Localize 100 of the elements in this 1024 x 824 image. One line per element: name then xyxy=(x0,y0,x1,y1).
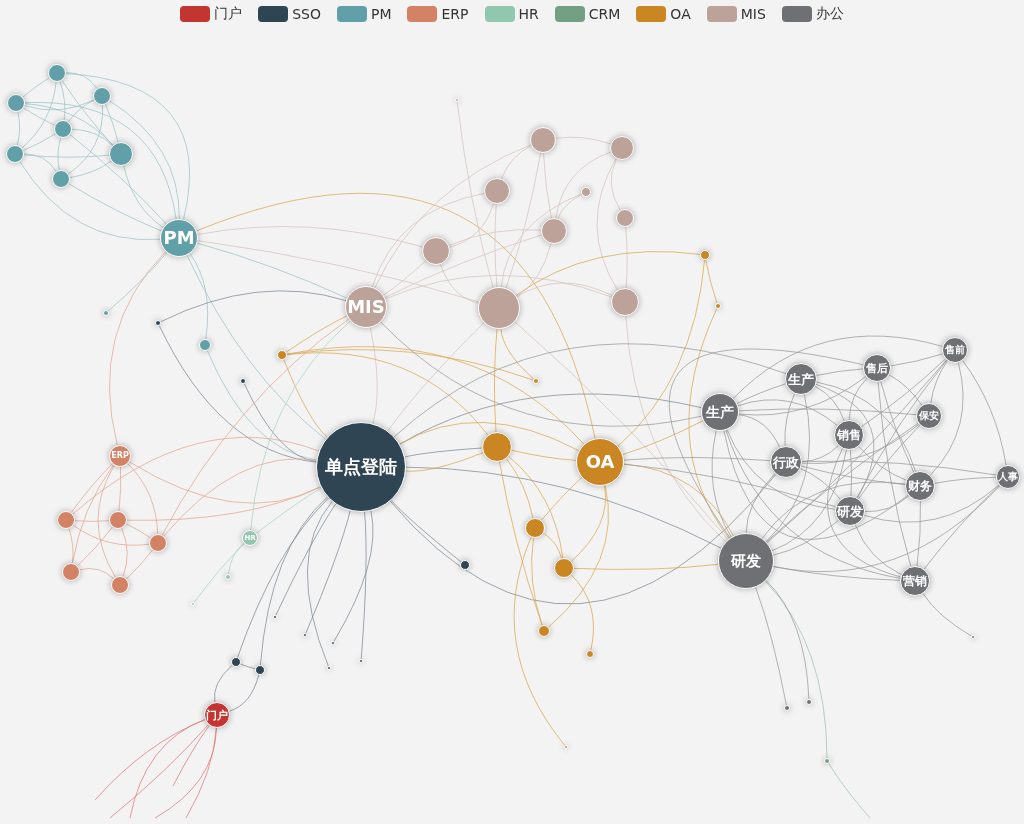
connection-line xyxy=(505,152,542,289)
connection-line xyxy=(863,484,1000,523)
connection-line xyxy=(888,374,923,406)
connection-line xyxy=(109,251,167,446)
connection-line xyxy=(77,526,113,567)
connection-line xyxy=(622,420,704,456)
connection-line xyxy=(514,321,729,540)
node-label: 人事 xyxy=(998,472,1018,482)
connection-line xyxy=(158,325,317,463)
connection-line xyxy=(738,408,917,416)
network-node xyxy=(824,758,830,764)
connection-line xyxy=(193,543,245,603)
connection-line xyxy=(570,485,606,562)
network-node xyxy=(611,288,639,316)
connection-line xyxy=(890,353,944,367)
network-node xyxy=(700,250,710,260)
connection-line xyxy=(923,484,1000,570)
connection-line xyxy=(197,226,424,248)
node-label: 生产 xyxy=(706,405,734,419)
legend-label: ERP xyxy=(441,6,469,22)
legend-label: 门户 xyxy=(214,5,243,23)
connection-line xyxy=(962,360,1007,466)
connection-line xyxy=(227,542,245,575)
connection-line xyxy=(505,458,534,519)
node-circle xyxy=(718,533,774,589)
connection-line xyxy=(305,510,351,634)
connection-line xyxy=(371,192,485,288)
connection-line xyxy=(765,394,811,543)
connection-line xyxy=(827,448,901,578)
connection-line xyxy=(764,580,828,759)
connection-line xyxy=(255,487,322,534)
node-circle xyxy=(316,422,406,512)
connection-line xyxy=(121,527,128,577)
network-node xyxy=(277,350,287,360)
connection-line xyxy=(540,477,583,521)
connection-line xyxy=(57,137,62,171)
connection-line xyxy=(732,335,943,399)
connection-line xyxy=(237,497,329,658)
node-label: 生产 xyxy=(788,372,814,386)
connection-line xyxy=(711,430,732,538)
network-node xyxy=(422,237,450,265)
connection-line xyxy=(228,674,260,712)
connection-line xyxy=(858,445,907,481)
connection-line xyxy=(67,104,104,175)
network-node xyxy=(7,94,25,112)
connection-line xyxy=(930,360,948,404)
network-node xyxy=(273,615,277,619)
network-node xyxy=(255,665,265,675)
connection-line xyxy=(849,449,853,497)
connection-line xyxy=(126,486,321,521)
node-circle xyxy=(770,446,802,478)
node-circle xyxy=(109,445,131,467)
connection-line xyxy=(72,464,114,564)
connection-line xyxy=(65,72,98,89)
network-node xyxy=(478,287,520,329)
connection-line xyxy=(596,157,619,291)
connection-line xyxy=(393,343,787,438)
connection-line xyxy=(816,381,917,473)
connection-line xyxy=(880,381,915,473)
node-circle xyxy=(345,286,387,328)
network-node xyxy=(103,310,109,316)
connection-line xyxy=(801,465,906,485)
connection-line xyxy=(625,226,628,289)
connection-line xyxy=(761,481,906,539)
node-label: ERP xyxy=(111,452,129,460)
network-node xyxy=(57,511,75,529)
connection-line xyxy=(513,536,566,746)
network-node xyxy=(610,136,634,160)
connection-line xyxy=(625,315,727,543)
legend-label: OA xyxy=(670,6,691,22)
connection-line xyxy=(399,393,702,445)
connection-line xyxy=(922,593,972,637)
connection-line xyxy=(127,463,159,535)
connection-line xyxy=(516,243,552,298)
network-node xyxy=(533,378,539,384)
node-circle xyxy=(835,496,865,526)
connection-line xyxy=(449,203,494,248)
connection-line xyxy=(107,252,168,312)
connection-line xyxy=(516,282,613,298)
network-node xyxy=(482,432,512,462)
network-node xyxy=(586,650,594,658)
connection-line xyxy=(79,568,114,580)
connection-line xyxy=(815,383,875,499)
node-circle xyxy=(204,702,230,728)
connection-line xyxy=(384,274,613,300)
network-node xyxy=(6,145,24,163)
connection-line xyxy=(369,327,378,425)
connection-line xyxy=(94,719,206,801)
network-node xyxy=(484,178,510,204)
connection-line xyxy=(126,549,153,580)
network-node xyxy=(109,142,133,166)
connection-line xyxy=(213,664,233,703)
connection-line xyxy=(854,524,902,576)
connection-line xyxy=(814,385,845,422)
legend-label: 办公 xyxy=(815,5,844,23)
connection-line xyxy=(725,429,901,579)
connection-line xyxy=(726,429,836,510)
connection-line xyxy=(109,100,180,220)
network-node xyxy=(541,218,567,244)
node-label: 研发 xyxy=(837,504,863,518)
